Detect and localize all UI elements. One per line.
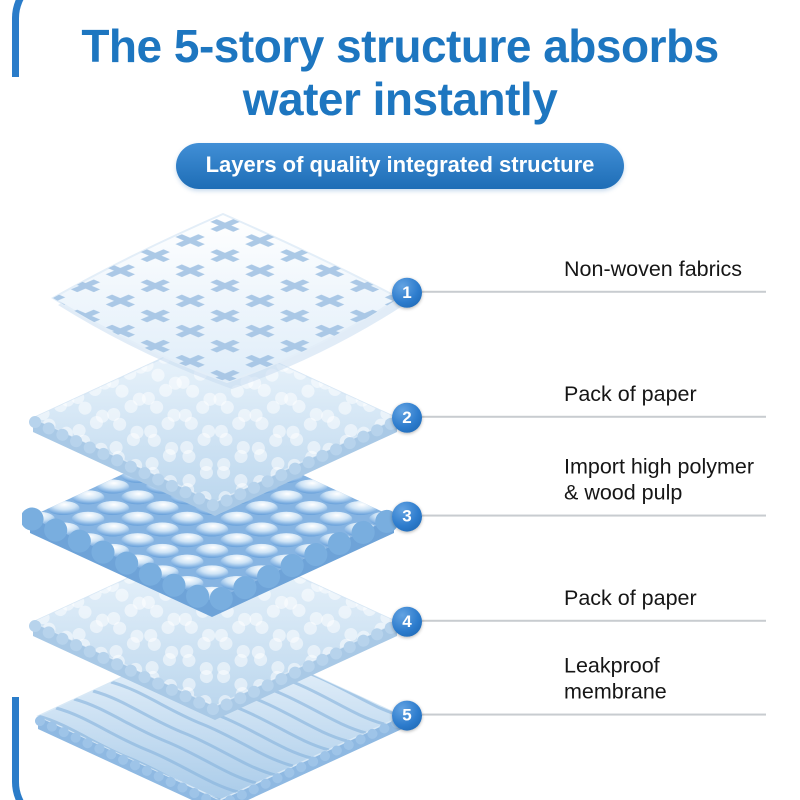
- layer-4-pack-of-paper-illustration: [29, 537, 401, 720]
- frame-corner-top-left: [12, 0, 103, 77]
- layer-1-leader-line: Non-woven fabrics: [422, 256, 766, 293]
- layer-2-label: Pack of paper: [564, 381, 697, 406]
- layer-1-nonwoven-fabrics-illustration: [51, 212, 404, 389]
- page-title-line2: water instantly: [242, 73, 558, 126]
- callout-layer-3: 3 Import high polymer & wood pulp: [392, 454, 766, 532]
- page-title: The 5-story structure absorbs water inst…: [0, 20, 800, 127]
- layer-1-label: Non-woven fabrics: [564, 256, 743, 281]
- layer-5-label: Leakproof membrane: [564, 653, 667, 704]
- frame-corner-bottom-left: [12, 697, 103, 800]
- layer-4-number-badge: 4: [392, 607, 422, 637]
- layer-2-pack-of-paper-illustration: [29, 333, 401, 516]
- banner-pill: Layers of quality integrated structure: [175, 142, 625, 189]
- callout-layer-4: 4 Pack of paper: [392, 585, 766, 637]
- callout-layer-2: 2 Pack of paper: [392, 381, 766, 433]
- layer-5-leader-line: Leakproof membrane: [422, 653, 766, 716]
- page-title-line1: The 5-story structure absorbs: [81, 20, 719, 72]
- layer-4-leader-line: Pack of paper: [422, 585, 766, 622]
- layer-4-label: Pack of paper: [564, 585, 697, 610]
- callout-layer-1: 1 Non-woven fabrics: [392, 256, 766, 308]
- layer-1-number-badge: 1: [392, 278, 422, 308]
- layer-3-leader-line: Import high polymer & wood pulp: [422, 454, 766, 517]
- layer-3-label: Import high polymer & wood pulp: [564, 454, 754, 505]
- layer-5-number-badge: 5: [392, 701, 422, 731]
- callout-layer-5: 5 Leakproof membrane: [392, 653, 766, 731]
- layer-3-number-badge: 3: [392, 502, 422, 532]
- layer-2-leader-line: Pack of paper: [422, 381, 766, 418]
- layer-2-number-badge: 2: [392, 403, 422, 433]
